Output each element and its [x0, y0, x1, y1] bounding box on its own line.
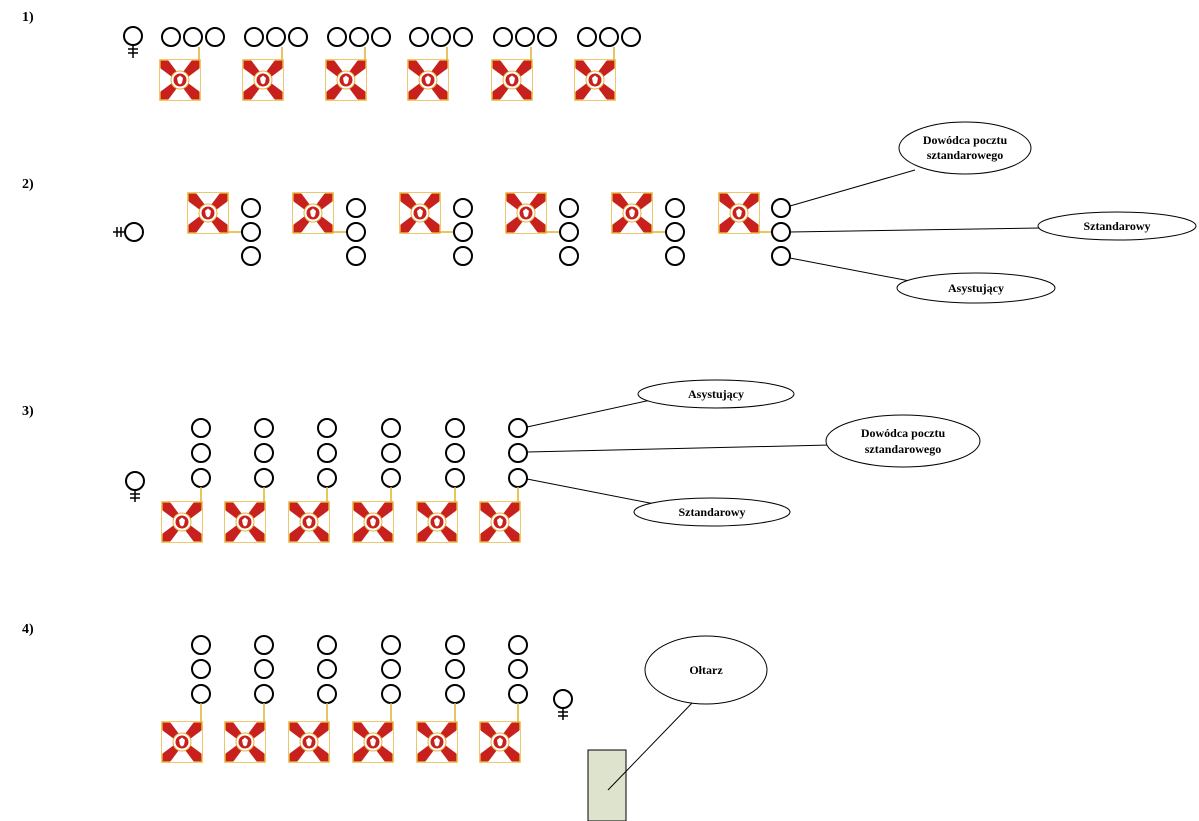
regimental-standard-icon: [288, 721, 330, 763]
section-1-standards: [159, 47, 616, 101]
regimental-standard-icon: [187, 192, 229, 234]
regimental-standard-icon: [224, 501, 266, 543]
regimental-standard-icon: [407, 59, 449, 101]
section-3-soldiers: [191, 418, 528, 488]
regimental-standard-icon: [491, 59, 533, 101]
callout-commander-line1: Dowódca pocztu: [923, 133, 1008, 147]
regimental-standard-icon: [352, 721, 394, 763]
section-3-standards: [161, 487, 521, 543]
regimental-standard-icon: [325, 59, 367, 101]
regimental-standard-icon: [416, 721, 458, 763]
regimental-standard-icon: [416, 501, 458, 543]
callout-commander: Dowódca pocztu sztandarowego: [825, 414, 981, 468]
callout-bearer-text: Sztandarowy: [1083, 219, 1150, 233]
section-4-formation: Ołtarz: [161, 635, 768, 821]
callout-bearer-text: Sztandarowy: [678, 505, 745, 519]
callout-assistant: Asystujący: [896, 272, 1056, 304]
regimental-standard-icon: [574, 59, 616, 101]
section-3-formation: Asystujący Dowódca pocztu sztandarowego …: [125, 379, 981, 543]
section-label-2: 2): [22, 177, 34, 192]
callout-assistant: Asystujący: [637, 379, 795, 409]
commander-symbol-icon: [125, 471, 145, 502]
regimental-standard-icon: [161, 721, 203, 763]
regimental-standard-icon: [352, 501, 394, 543]
callout-commander-line2: sztandarowego: [927, 148, 1003, 162]
regimental-standard-icon: [288, 501, 330, 543]
callout-altar-text: Ołtarz: [689, 663, 723, 677]
section-1-formation: [123, 26, 641, 101]
regimental-standard-icon: [505, 192, 547, 234]
section-1-soldiers: [161, 27, 641, 47]
commander-symbol-icon: [553, 689, 573, 720]
section-2-soldiers: [241, 198, 791, 266]
commander-symbol-icon: [113, 222, 144, 242]
regimental-standard-icon: [399, 192, 441, 234]
regimental-standard-icon: [611, 192, 653, 234]
altar: [587, 749, 627, 821]
callout-bearer: Sztandarowy: [633, 497, 791, 527]
section-label-1: 1): [22, 10, 34, 25]
callout-assistant-text: Asystujący: [948, 281, 1004, 295]
commander-symbol-icon: [123, 26, 143, 58]
section-label-3: 3): [22, 404, 34, 419]
callout-commander: Dowódca pocztu sztandarowego: [898, 121, 1032, 175]
regimental-standard-icon: [242, 59, 284, 101]
regimental-standard-icon: [292, 192, 334, 234]
section-2-standards: [187, 192, 772, 234]
regimental-standard-icon: [224, 721, 266, 763]
callout-assistant-text: Asystujący: [688, 387, 744, 401]
regimental-standard-icon: [479, 501, 521, 543]
section-2-formation: Dowódca pocztu sztandarowego Sztandarowy…: [113, 121, 1197, 304]
section-4-soldiers: [191, 635, 528, 704]
section-4-standards: [161, 703, 521, 763]
callout-altar: Ołtarz: [644, 635, 768, 705]
regimental-standard-icon: [159, 59, 201, 101]
callout-commander-line1: Dowódca pocztu: [861, 426, 946, 440]
section-label-4: 4): [22, 622, 34, 637]
regimental-standard-icon: [718, 192, 760, 234]
regimental-standard-icon: [479, 721, 521, 763]
callout-commander-line2: sztandarowego: [865, 442, 941, 456]
regimental-standard-icon: [161, 501, 203, 543]
callout-bearer: Sztandarowy: [1037, 211, 1197, 241]
